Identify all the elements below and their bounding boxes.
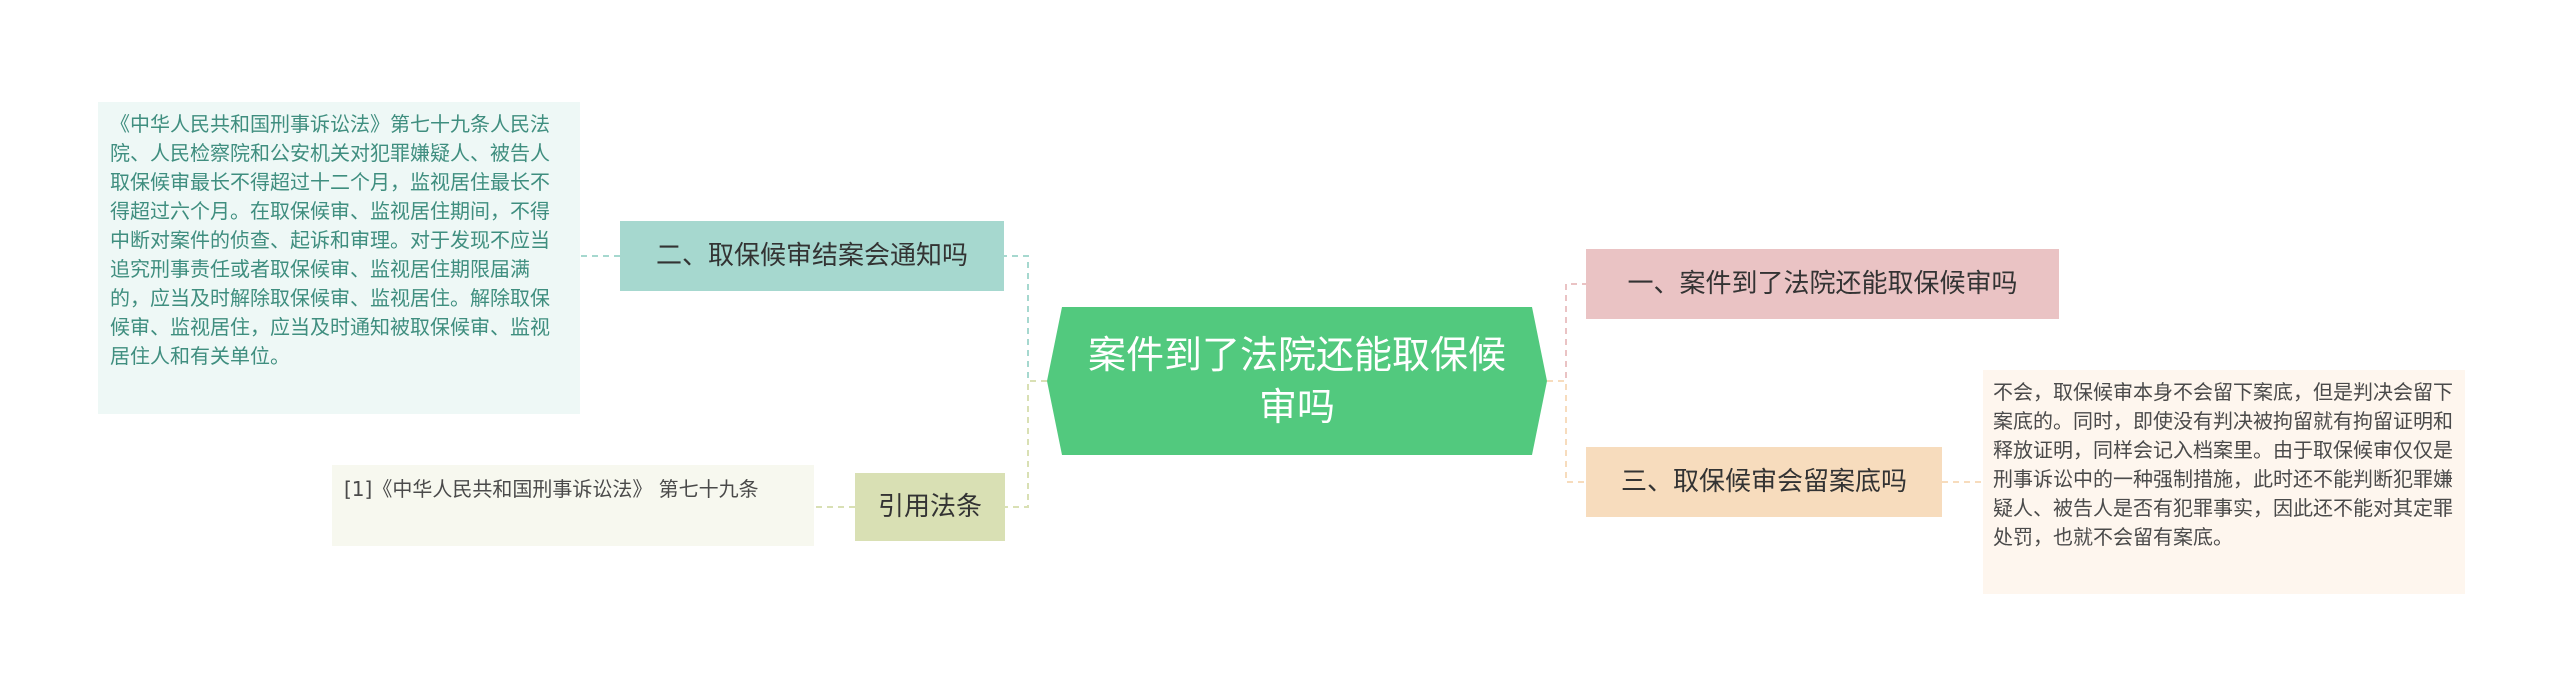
central-topic[interactable]: 案件到了法院还能取保候审吗 — [1047, 307, 1547, 455]
link-center-citation — [1005, 380, 1047, 508]
branch-citation[interactable]: 引用法条 — [855, 473, 1005, 541]
leaf-citation-detail[interactable]: [1]《中华人民共和国刑事诉讼法》 第七十九条 — [332, 465, 814, 546]
branch-court[interactable]: 一、案件到了法院还能取保候审吗 — [1586, 249, 2059, 319]
central-topic-text: 案件到了法院还能取保候审吗 — [1087, 333, 1506, 429]
leaf-notice-detail[interactable]: 《中华人民共和国刑事诉讼法》第七十九条人民法院、人民检察院和公安机关对犯罪嫌疑人… — [98, 102, 580, 414]
branch-court-label: 一、案件到了法院还能取保候审吗 — [1627, 269, 2018, 299]
branch-record-label: 三、取保候审会留案底吗 — [1620, 467, 1907, 497]
link-center-notice — [1004, 255, 1047, 382]
branch-record[interactable]: 三、取保候审会留案底吗 — [1586, 447, 1942, 517]
branch-notice[interactable]: 二、取保候审结案会通知吗 — [620, 221, 1004, 291]
leaf-record-detail[interactable]: 不会，取保候审本身不会留下案底，但是判决会留下案底的。同时，即使没有判决被拘留就… — [1983, 370, 2465, 594]
branch-citation-label: 引用法条 — [877, 492, 982, 522]
branch-notice-label: 二、取保候审结案会通知吗 — [655, 241, 968, 271]
link-center-court — [1547, 283, 1586, 382]
link-center-record — [1547, 380, 1586, 483]
